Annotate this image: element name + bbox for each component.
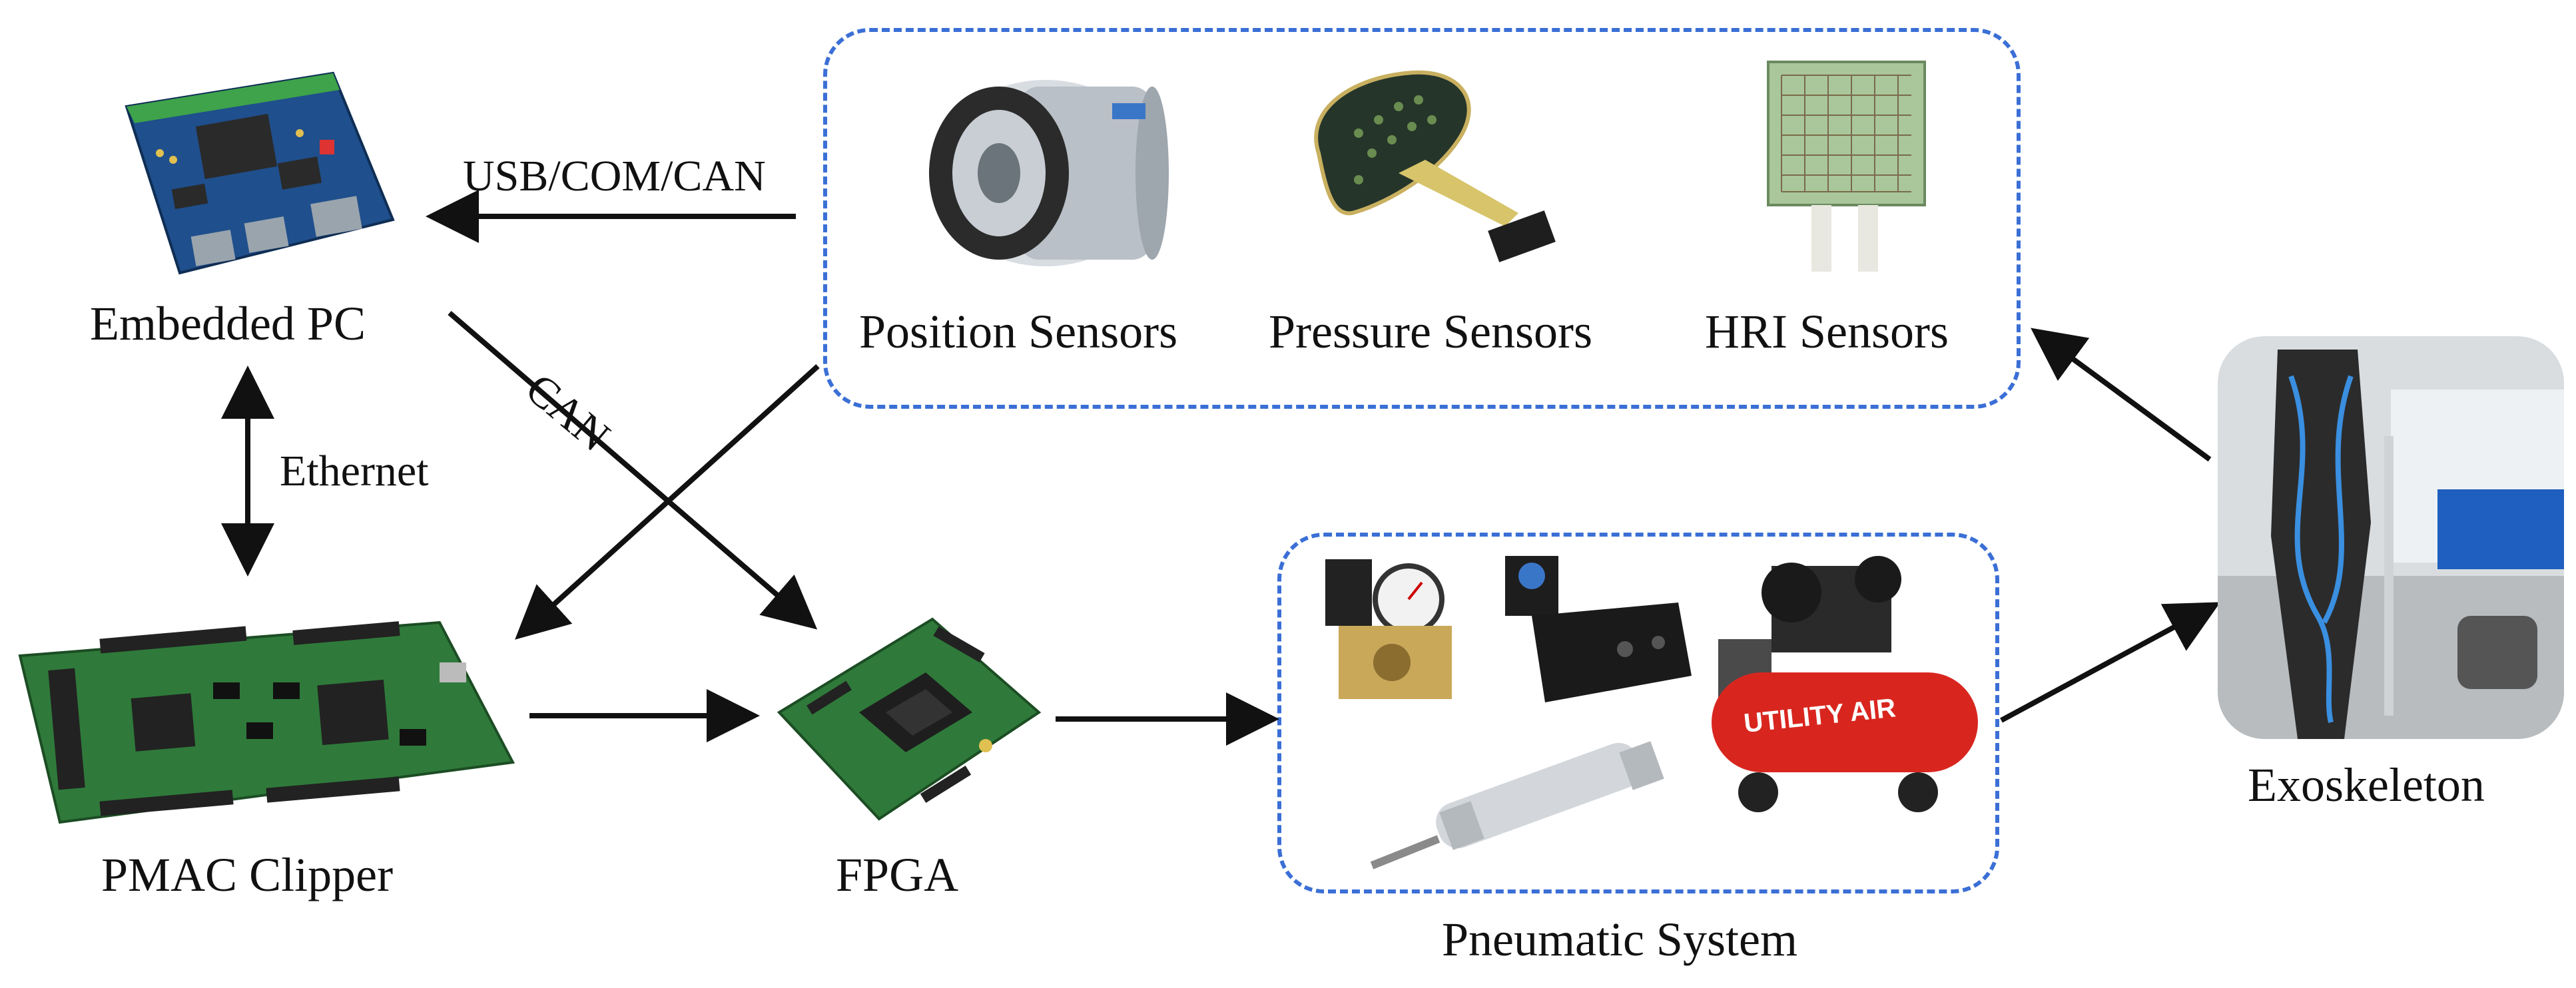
air-compressor-image: UTILITY AIR — [1705, 553, 1985, 832]
pneumatic-system-label: Pneumatic System — [1442, 913, 1797, 966]
hri-sensors-label: HRI Sensors — [1705, 305, 1949, 358]
embedded-pc-image — [100, 60, 406, 280]
fpga-image — [766, 613, 1046, 826]
pmac-clipper-image — [13, 609, 519, 829]
hri-sensor-image — [1765, 59, 1928, 278]
exoskeleton-image — [2218, 336, 2564, 739]
pneumatic-group-box — [1277, 533, 1999, 893]
solenoid-valve-image — [1492, 549, 1698, 719]
exoskeleton-label: Exoskeleton — [2248, 758, 2485, 812]
pneumatic-cylinder-image — [1359, 732, 1678, 879]
pressure-sensor-image — [1305, 53, 1565, 280]
ethernet-label: Ethernet — [280, 447, 429, 495]
arrow-pc-to-fpga — [448, 310, 818, 630]
sensors-group-box — [823, 28, 2021, 409]
arrow-sensors-to-pmac — [515, 364, 820, 640]
usb-com-can-label: USB/COM/CAN — [463, 152, 766, 200]
pressure-sensors-label: Pressure Sensors — [1269, 305, 1592, 358]
pressure-regulator-image — [1312, 553, 1465, 719]
arrow-exo-to-sensors — [2031, 328, 2212, 462]
position-sensors-label: Position Sensors — [859, 305, 1178, 358]
pmac-clipper-label: PMAC Clipper — [101, 848, 394, 901]
position-sensor-image — [919, 67, 1172, 280]
fpga-label: FPGA — [836, 848, 959, 901]
embedded-pc-label: Embedded PC — [90, 297, 366, 350]
arrow-pneumatic-to-exo — [2000, 602, 2221, 723]
